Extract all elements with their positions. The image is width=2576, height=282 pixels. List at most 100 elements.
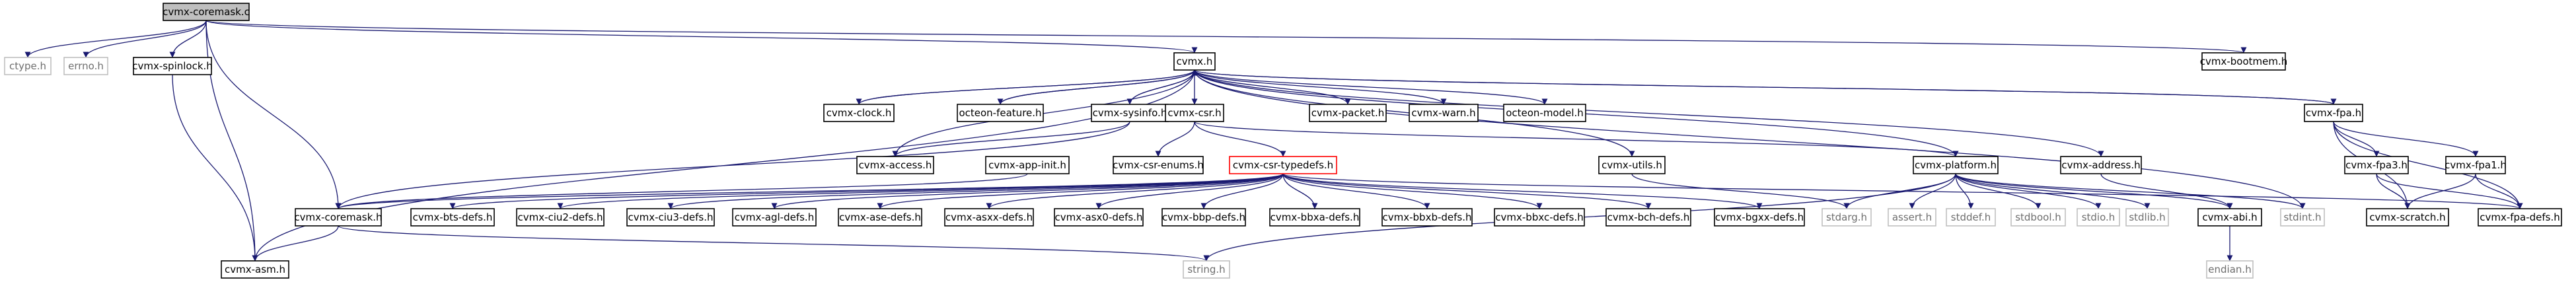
node-label: cvmx.h bbox=[1177, 55, 1213, 67]
edge-cvmx-coremask-c-to-cvmx-asm-h bbox=[205, 20, 258, 262]
node-ctype-h[interactable]: ctype.h bbox=[4, 57, 52, 75]
node-cvmx-asx0-defs-h[interactable]: cvmx-asx0-defs.h bbox=[1054, 208, 1144, 227]
node-stdarg-h[interactable]: stdarg.h bbox=[1822, 208, 1872, 227]
node-cvmx-app-init-h[interactable]: cvmx-app-init.h bbox=[985, 156, 1070, 174]
node-cvmx-agl-defs-h[interactable]: cvmx-agl-defs.h bbox=[732, 208, 817, 227]
node-label: octeon-model.h bbox=[1506, 107, 1584, 119]
node-box bbox=[2077, 208, 2120, 227]
node-cvmx-platform-h[interactable]: cvmx-platform.h bbox=[1913, 156, 1999, 174]
node-cvmx-abi-h[interactable]: cvmx-abi.h bbox=[2197, 208, 2262, 227]
node-cvmx-packet-h[interactable]: cvmx-packet.h bbox=[1309, 104, 1387, 122]
node-stdio-h[interactable]: stdio.h bbox=[2077, 208, 2120, 227]
node-cvmx-bbp-defs-h[interactable]: cvmx-bbp-defs.h bbox=[1161, 208, 1246, 227]
node-cvmx-bbxc-defs-h[interactable]: cvmx-bbxc-defs.h bbox=[1494, 208, 1585, 227]
node-label: cvmx-asx0-defs.h bbox=[1055, 211, 1143, 223]
node-cvmx-bootmem-h[interactable]: cvmx-bootmem.h bbox=[2200, 52, 2288, 71]
node-box bbox=[163, 3, 250, 21]
node-cvmx-coremask-h[interactable]: cvmx-coremask.h bbox=[294, 208, 383, 227]
edge-cvmx-coremask-c-to-cvmx-bootmem-h bbox=[205, 20, 2246, 53]
edge-cvmx-h-to-octeon-model-h bbox=[1194, 69, 1548, 105]
edge-cvmx-address-h-to-cvmx-abi-h bbox=[2100, 173, 2233, 209]
edge-cvmx-sysinfo-h-to-cvmx-access-h bbox=[892, 121, 1130, 157]
node-stdbool-h[interactable]: stdbool.h bbox=[2010, 208, 2066, 227]
node-label: cvmx-utils.h bbox=[1601, 159, 1662, 171]
node-label: cvmx-ciu3-defs.h bbox=[628, 211, 713, 223]
node-label: cvmx-bch-defs.h bbox=[1607, 211, 1690, 223]
node-assert-h[interactable]: assert.h bbox=[1888, 208, 1936, 227]
node-cvmx-csr-typedefs-h[interactable]: cvmx-csr-typedefs.h bbox=[1229, 156, 1337, 174]
edge-cvmx-fpa-h-to-cvmx-h bbox=[1192, 69, 2334, 105]
node-stddef-h[interactable]: stddef.h bbox=[1946, 208, 1996, 227]
node-cvmx-fpa-defs-h[interactable]: cvmx-fpa-defs.h bbox=[2478, 208, 2562, 227]
node-box bbox=[1822, 208, 1872, 227]
edge-cvmx-csr-h-to-cvmx-csr-typedefs-h bbox=[1194, 121, 1286, 157]
node-cvmx-ciu2-defs-h[interactable]: cvmx-ciu2-defs.h bbox=[516, 208, 605, 227]
node-cvmx-utils-h[interactable]: cvmx-utils.h bbox=[1598, 156, 1666, 174]
node-label: errno.h bbox=[68, 60, 104, 72]
node-cvmx-asm-h[interactable]: cvmx-asm.h bbox=[221, 260, 289, 279]
edge-cvmx-h-to-cvmx-address-h bbox=[1194, 69, 2104, 157]
node-box bbox=[133, 57, 212, 75]
edge-octeon-feature-h-to-cvmx-h bbox=[1000, 69, 1198, 105]
node-cvmx-spinlock-h[interactable]: cvmx-spinlock.h bbox=[132, 57, 213, 75]
node-cvmx-ase-defs-h[interactable]: cvmx-ase-defs.h bbox=[838, 208, 922, 227]
edge-cvmx-coremask-c-to-cvmx-spinlock-h bbox=[169, 20, 207, 58]
node-cvmx-address-h[interactable]: cvmx-address.h bbox=[2060, 156, 2142, 174]
node-label: cvmx-spinlock.h bbox=[132, 60, 213, 72]
edge-cvmx-coremask-c-to-cvmx-h bbox=[205, 20, 1197, 53]
node-label: cvmx-coremask.c bbox=[163, 6, 250, 18]
node-box bbox=[985, 156, 1070, 174]
edge-cvmx-h-to-stdint-h bbox=[1194, 69, 2306, 209]
node-cvmx-ciu3-defs-h[interactable]: cvmx-ciu3-defs.h bbox=[626, 208, 715, 227]
node-label: cvmx-clock.h bbox=[827, 107, 892, 119]
edge-cvmx-platform-h-to-assert-h bbox=[1909, 173, 1956, 209]
edge-cvmx-coremask-c-to-ctype-h bbox=[24, 20, 207, 58]
node-label: string.h bbox=[1187, 264, 1225, 275]
node-box bbox=[2197, 208, 2262, 227]
node-stdlib-h[interactable]: stdlib.h bbox=[2125, 208, 2169, 227]
node-cvmx-csr-h[interactable]: cvmx-csr.h bbox=[1165, 104, 1224, 122]
node-label: stdbool.h bbox=[2015, 211, 2061, 223]
node-box bbox=[856, 156, 934, 174]
node-cvmx-clock-h[interactable]: cvmx-clock.h bbox=[823, 104, 895, 122]
node-stdint-h[interactable]: stdint.h bbox=[2280, 208, 2325, 227]
node-cvmx-fpa-h[interactable]: cvmx-fpa.h bbox=[2304, 104, 2363, 122]
edge-cvmx-h-to-cvmx-warn-h bbox=[1194, 69, 1447, 105]
node-label: cvmx-address.h bbox=[2061, 159, 2140, 171]
node-cvmx-sysinfo-h[interactable]: cvmx-sysinfo.h bbox=[1091, 104, 1169, 122]
node-cvmx-warn-h[interactable]: cvmx-warn.h bbox=[1409, 104, 1479, 122]
node-cvmx-csr-enums-h[interactable]: cvmx-csr-enums.h bbox=[1113, 156, 1204, 174]
node-cvmx-bts-defs-h[interactable]: cvmx-bts-defs.h bbox=[410, 208, 495, 227]
node-cvmx-asxx-defs-h[interactable]: cvmx-asxx-defs.h bbox=[944, 208, 1034, 227]
node-label: stdint.h bbox=[2283, 211, 2321, 223]
node-label: cvmx-ciu2-defs.h bbox=[517, 211, 603, 223]
node-label: cvmx-fpa-defs.h bbox=[2480, 211, 2560, 223]
node-cvmx-h[interactable]: cvmx.h bbox=[1173, 52, 1216, 71]
node-label: cvmx-bbxa-defs.h bbox=[1270, 211, 1360, 223]
node-endian-h[interactable]: endian.h bbox=[2206, 260, 2254, 279]
node-cvmx-access-h[interactable]: cvmx-access.h bbox=[856, 156, 934, 174]
node-box bbox=[1946, 208, 1996, 227]
node-cvmx-bbxb-defs-h[interactable]: cvmx-bbxb-defs.h bbox=[1381, 208, 1473, 227]
node-octeon-feature-h[interactable]: octeon-feature.h bbox=[957, 104, 1044, 122]
node-cvmx-fpa3-h[interactable]: cvmx-fpa3.h bbox=[2344, 156, 2409, 174]
node-errno-h[interactable]: errno.h bbox=[63, 57, 108, 75]
node-cvmx-scratch-h[interactable]: cvmx-scratch.h bbox=[2366, 208, 2449, 227]
node-box bbox=[516, 208, 605, 227]
node-box bbox=[838, 208, 922, 227]
node-cvmx-bch-defs-h[interactable]: cvmx-bch-defs.h bbox=[1605, 208, 1691, 227]
node-cvmx-coremask-c[interactable]: cvmx-coremask.c bbox=[163, 3, 250, 21]
edge-cvmx-utils-h-to-stdarg-h bbox=[1631, 173, 1850, 209]
edge-cvmx-csr-typedefs-h-to-cvmx-bts-defs-h bbox=[449, 173, 1284, 209]
node-label: cvmx-csr-typedefs.h bbox=[1233, 159, 1333, 171]
node-string-h[interactable]: string.h bbox=[1183, 260, 1230, 279]
node-cvmx-fpa1-h[interactable]: cvmx-fpa1.h bbox=[2445, 156, 2507, 174]
node-octeon-model-h[interactable]: octeon-model.h bbox=[1503, 104, 1586, 122]
node-label: cvmx-asm.h bbox=[225, 264, 285, 275]
node-cvmx-bbxa-defs-h[interactable]: cvmx-bbxa-defs.h bbox=[1269, 208, 1360, 227]
node-box bbox=[1054, 208, 1144, 227]
node-label: cvmx-bts-defs.h bbox=[413, 211, 493, 223]
edge-cvmx-fpa1-h-to-cvmx-fpa-defs-h bbox=[2475, 173, 2523, 209]
node-cvmx-bgxx-defs-h[interactable]: cvmx-bgxx-defs.h bbox=[1714, 208, 1805, 227]
